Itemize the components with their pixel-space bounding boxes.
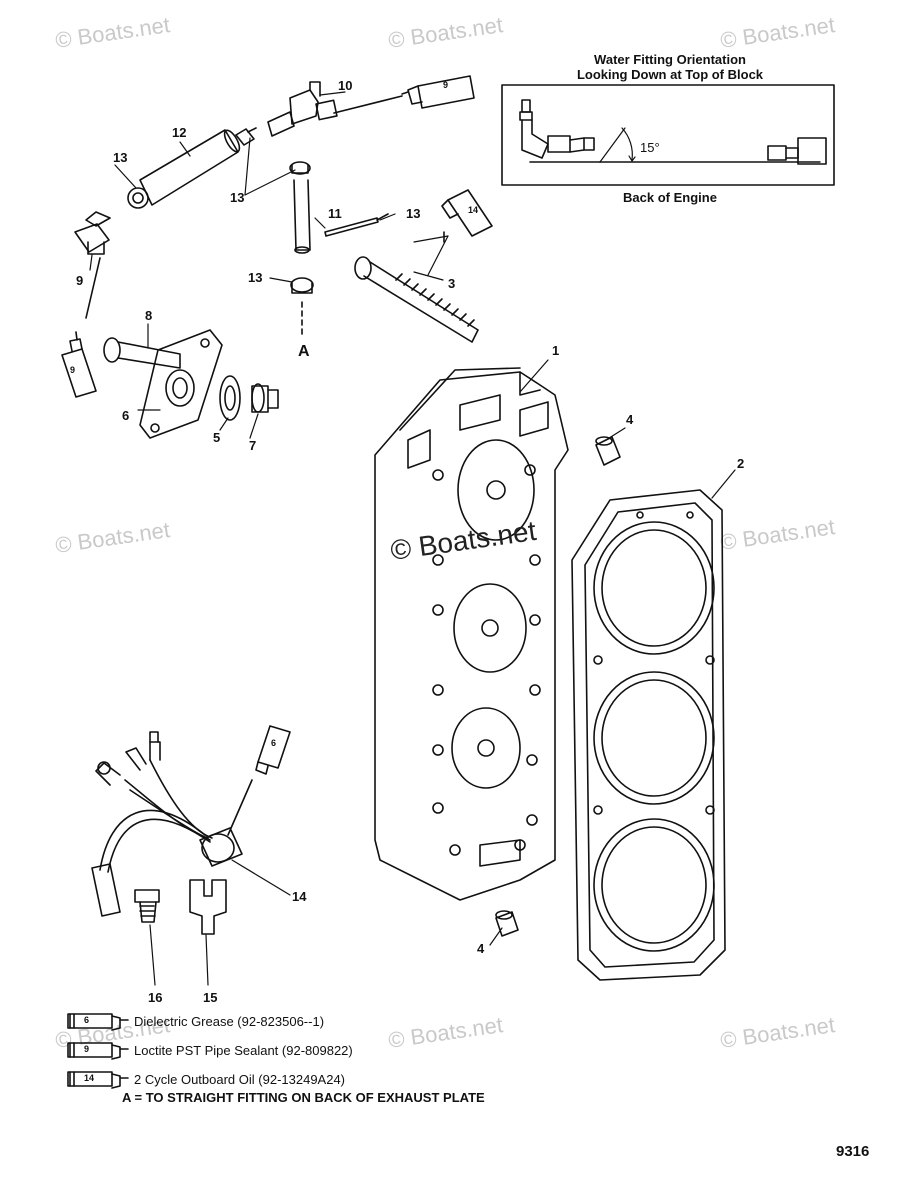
- legend-text: 2 Cycle Outboard Oil (92-13249A24): [134, 1072, 346, 1087]
- legend-tube-number: 14: [84, 1073, 95, 1083]
- bolt-icon: [354, 256, 479, 343]
- callout-2: 2: [737, 456, 745, 471]
- head-gasket: [571, 489, 726, 981]
- callout-13: 13: [113, 150, 128, 165]
- angle-label: 15°: [640, 140, 660, 155]
- inset-title: Water Fitting Orientation Looking Down a…: [540, 52, 800, 82]
- legend-tube-number: 9: [84, 1044, 90, 1054]
- legend-text: Dielectric Grease (92-823506--1): [134, 1014, 325, 1029]
- callout-5: 5: [213, 430, 221, 445]
- hose-assembly: [74, 81, 338, 339]
- inset-caption: Back of Engine: [623, 190, 717, 205]
- callout-14: 14: [292, 889, 307, 904]
- tube-label: 14: [468, 205, 479, 215]
- inset-panel: [501, 84, 835, 186]
- callout-8: 8: [145, 308, 153, 323]
- callout-12: 12: [172, 125, 187, 140]
- tube-label: 9: [70, 365, 76, 375]
- footnote: A = TO STRAIGHT FITTING ON BACK OF EXHAU…: [122, 1090, 485, 1105]
- legend-tube-number: 6: [84, 1015, 90, 1025]
- inset-title-line1: Water Fitting Orientation: [594, 52, 746, 67]
- tube-label: 9: [443, 80, 449, 90]
- callout-6: 6: [122, 408, 130, 423]
- oil-tube-icon: [441, 189, 493, 243]
- elbow-fitting-icon: [519, 99, 595, 159]
- callout-7: 7: [249, 438, 257, 453]
- legend-tubes: [67, 1013, 129, 1089]
- callout-3: 3: [448, 276, 456, 291]
- callout-16: 16: [148, 990, 163, 1005]
- legend-text: Loctite PST Pipe Sealant (92-809822): [134, 1043, 353, 1058]
- callout-1: 1: [552, 343, 560, 358]
- inset-title-line2: Looking Down at Top of Block: [576, 67, 764, 82]
- sealant-tube-icon: [333, 75, 475, 114]
- cylinder-head: [374, 367, 569, 901]
- bolt-icon: [103, 337, 181, 369]
- callout-11: 11: [328, 206, 342, 221]
- callout-15: 15: [203, 990, 218, 1005]
- sealant-tube-icon: [61, 257, 101, 398]
- tube-label: 6: [271, 738, 277, 748]
- callout-4: 4: [626, 412, 634, 427]
- figure-number: 9316: [836, 1143, 870, 1160]
- callout-a: A: [298, 343, 310, 360]
- callout-4: 4: [477, 941, 485, 956]
- straight-fitting-icon: [767, 137, 827, 165]
- callout-10: 10: [338, 78, 353, 93]
- callout-9: 9: [76, 273, 84, 288]
- callout-13: 13: [230, 190, 245, 205]
- wiring-harness: [91, 725, 291, 917]
- callout-13: 13: [248, 270, 263, 285]
- callout-13: 13: [406, 206, 421, 221]
